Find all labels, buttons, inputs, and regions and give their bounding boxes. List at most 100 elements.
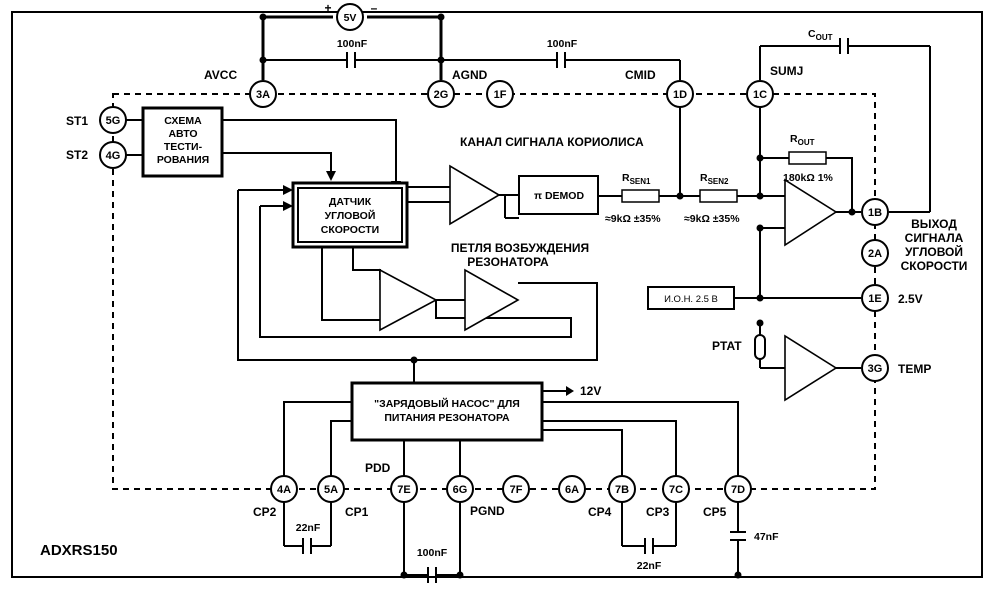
label-st2: ST2 <box>66 148 88 162</box>
reference-block <box>647 286 735 310</box>
pin-7B: 7B <box>608 475 636 503</box>
svg-text:ДАТЧИК: ДАТЧИК <box>329 196 372 208</box>
svg-text:4G: 4G <box>106 150 121 162</box>
svg-text:1B: 1B <box>868 207 882 219</box>
output-label-3: УГЛОВОЙ <box>905 244 963 259</box>
output-label-1: ВЫХОД <box>911 217 957 231</box>
svg-text:СКОРОСТИ: СКОРОСТИ <box>321 224 379 236</box>
svg-text:7E: 7E <box>397 484 410 496</box>
pin-5A: 5A <box>317 475 345 503</box>
svg-text:ТЕСТИ-: ТЕСТИ- <box>164 141 203 153</box>
output-label-2: СИГНАЛА <box>905 231 964 245</box>
svg-text:АВТО: АВТО <box>168 128 197 140</box>
label-sumj: SUMJ <box>770 64 803 78</box>
label-agnd: AGND <box>452 68 488 82</box>
charge-pump-wiring <box>283 386 746 583</box>
svg-text:6G: 6G <box>453 484 468 496</box>
svg-text:7D: 7D <box>731 484 745 496</box>
rsen1-label: RSEN1 <box>622 172 651 186</box>
svg-text:1D: 1D <box>673 89 687 101</box>
pin-3G: 3G <box>861 354 889 382</box>
pin-1E: 1E <box>861 284 889 312</box>
pin-6A: 6A <box>558 475 586 503</box>
svg-text:7B: 7B <box>615 484 629 496</box>
output-label-4: СКОРОСТИ <box>901 259 968 273</box>
coriolis-amp <box>449 164 501 226</box>
label-cp3: CP3 <box>646 505 670 519</box>
rsen2-label: RSEN2 <box>700 172 729 186</box>
svg-text:3G: 3G <box>868 363 883 375</box>
reference-label: И.О.Н. 2.5 В <box>664 294 718 305</box>
sensor-block: ДАТЧИК УГЛОВОЙ СКОРОСТИ <box>291 181 409 249</box>
pin-1B: 1B <box>861 198 889 226</box>
chip-name: ADXRS150 <box>40 542 118 559</box>
pin-6G: 6G <box>446 475 474 503</box>
rout-label: ROUT <box>790 133 815 147</box>
svg-text:7F: 7F <box>510 484 523 496</box>
loop-amp-2 <box>464 268 520 332</box>
temp-amp <box>784 334 838 402</box>
pin-7D: 7D <box>724 475 752 503</box>
pin-1D: 1D <box>666 80 694 108</box>
charge-pump-label-2: ПИТАНИЯ РЕЗОНАТОРА <box>384 412 510 424</box>
svg-text:СХЕМА: СХЕМА <box>164 115 202 127</box>
cap-100nf-a: 100nF <box>337 38 368 50</box>
supply-minus: – <box>371 1 378 15</box>
svg-text:2A: 2A <box>868 248 882 260</box>
svg-text:1F: 1F <box>494 89 507 101</box>
svg-text:1C: 1C <box>753 89 767 101</box>
pin-7F: 7F <box>502 475 530 503</box>
pin-4G: 4G <box>99 141 127 169</box>
label-st1: ST1 <box>66 114 88 128</box>
pin-1C: 1C <box>746 80 774 108</box>
supply-label: 5V <box>344 12 357 24</box>
svg-text:5G: 5G <box>106 115 121 127</box>
label-cp2: CP2 <box>253 505 277 519</box>
cap-cout: COUT <box>808 28 833 42</box>
label-cp5: CP5 <box>703 505 727 519</box>
self-test-block: СХЕМА АВТО ТЕСТИ- РОВАНИЯ <box>126 106 401 191</box>
pin-4A: 4A <box>270 475 298 503</box>
svg-text:6A: 6A <box>565 484 579 496</box>
charge-pump-label-1: "ЗАРЯДОВЫЙ НАСОС" ДЛЯ <box>374 397 520 410</box>
label-pgnd: PGND <box>470 504 505 518</box>
svg-text:7C: 7C <box>669 484 683 496</box>
rsen1-value: ≈9kΩ ±35% <box>605 213 661 225</box>
svg-text:5A: 5A <box>324 484 338 496</box>
output-amp <box>784 178 838 247</box>
cap-100nf-b: 100nF <box>547 38 578 50</box>
supply-source: 5V + – <box>324 1 378 31</box>
rout-value: 180kΩ 1% <box>783 172 834 184</box>
pin-3A: 3A <box>249 80 277 108</box>
label-pdd: PDD <box>365 461 391 475</box>
coriolis-chain <box>407 107 861 302</box>
cap-22nf-a: 22nF <box>296 522 321 534</box>
charge-pump-block <box>350 381 544 442</box>
label-cp1: CP1 <box>345 505 369 519</box>
pin-5G: 5G <box>99 106 127 134</box>
pin-2G: 2G <box>427 80 455 108</box>
loop-amp-1 <box>379 268 438 332</box>
svg-text:4A: 4A <box>277 484 291 496</box>
svg-text:3A: 3A <box>256 89 270 101</box>
svg-text:УГЛОВОЙ: УГЛОВОЙ <box>325 209 376 222</box>
svg-text:1E: 1E <box>868 293 881 305</box>
svg-text:РОВАНИЯ: РОВАНИЯ <box>157 154 209 166</box>
temp-sensor <box>754 319 861 369</box>
supply-plus: + <box>324 1 331 15</box>
outer-frame <box>11 11 983 578</box>
label-avcc: AVCC <box>204 68 237 82</box>
coriolis-label: КАНАЛ СИГНАЛА КОРИОЛИСА <box>460 135 644 149</box>
label-2-5v: 2.5V <box>898 292 923 306</box>
demod-label: π DEMOD <box>534 190 584 202</box>
cap-47nf: 47nF <box>754 531 779 543</box>
loop-label-2: РЕЗОНАТОРА <box>467 255 549 269</box>
pin-1F: 1F <box>486 80 514 108</box>
pin-7E: 7E <box>390 475 418 503</box>
resonator-loop-wiring <box>237 185 598 383</box>
svg-text:2G: 2G <box>434 89 449 101</box>
cap-22nf-b: 22nF <box>637 560 662 572</box>
label-12v: 12V <box>580 384 601 398</box>
pin-2A: 2A <box>861 239 889 267</box>
